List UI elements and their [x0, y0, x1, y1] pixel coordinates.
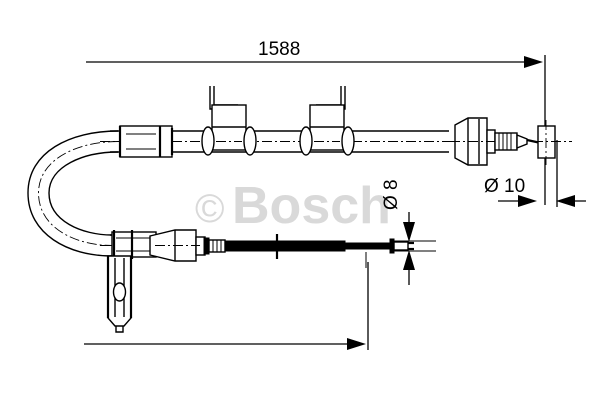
cable-u-bend: [27, 130, 119, 257]
dimension-label-overall: 1588: [258, 39, 300, 60]
collar-left-clip-one: [201, 126, 215, 156]
diameter-8-arrow-down: [403, 222, 415, 242]
ferrule-sleeve: [118, 125, 174, 158]
dimension-overall-length: 1588: [86, 39, 546, 205]
dimension-lower-length: [84, 262, 369, 350]
conical-end-boot: [450, 117, 500, 166]
bracket-clip-two: [299, 86, 355, 156]
bosch-watermark: © Bosch: [195, 177, 391, 235]
bracket-clip-one: [201, 86, 257, 156]
collar-right-clip-two: [341, 126, 355, 156]
diameter-10-arrow-left: [518, 195, 537, 207]
right-mounting-plate: [533, 120, 572, 165]
lower-mounting-bracket: [106, 255, 133, 333]
dimension-arrow-right: [524, 56, 543, 68]
diameter-8-arrow-up: [403, 250, 415, 270]
bosch-wordmark: Bosch: [232, 177, 391, 235]
wire-end-fitting: [203, 237, 226, 255]
inner-wire-strand: [203, 234, 414, 259]
dimension-diameter-8: Ø 8: [365, 179, 436, 285]
collar-left-clip-two: [299, 126, 313, 156]
dimension-label-diameter-8: Ø 8: [381, 179, 402, 210]
dimension-diameter-10: Ø 10: [484, 140, 586, 207]
lower-dimension-arrow-right: [347, 338, 366, 350]
diameter-10-arrow-right: [556, 195, 575, 207]
dimension-label-diameter-10: Ø 10: [484, 176, 525, 197]
bracket-mounting-hole: [112, 282, 127, 302]
collar-right-clip-one: [243, 126, 257, 156]
copyright-symbol-icon: ©: [195, 187, 224, 231]
threaded-nipple: [494, 132, 542, 151]
